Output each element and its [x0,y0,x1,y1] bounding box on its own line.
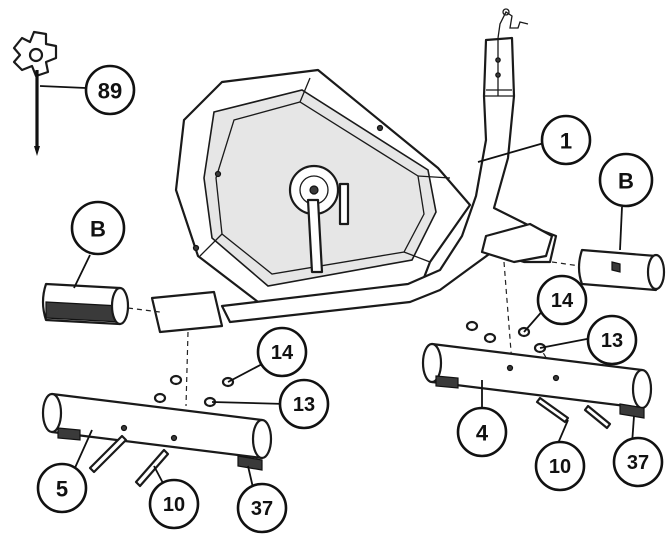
callout-5: 5 [36,462,88,514]
callout-14-right-label: 14 [551,290,574,312]
callout-b-right: B [598,152,654,208]
rear-stabilizer [421,342,653,419]
callout-13-left: 13 [278,378,330,430]
callout-10-left-label: 10 [163,494,185,516]
callout-4: 4 [456,406,508,458]
hardware-right [465,320,612,430]
callout-37-left-label: 37 [251,498,273,520]
callout-13-right-label: 13 [601,330,623,352]
end-cap-right [577,248,666,292]
callout-14-right: 14 [536,274,588,326]
callout-37-right-label: 37 [627,452,649,474]
callout-b-right-label: B [618,169,634,194]
callout-14-left-label: 14 [271,342,294,364]
callout-1: 1 [540,114,592,166]
callout-89-label: 89 [98,79,122,104]
front-stabilizer [41,392,273,471]
hardware-left [88,374,235,488]
callout-b-left-label: B [90,217,106,242]
callout-10-right-label: 10 [549,456,571,478]
callout-37-right: 37 [612,436,664,488]
callout-13-left-label: 13 [293,394,315,416]
main-frame-tube [150,8,558,334]
callout-14-left: 14 [256,326,308,378]
end-cap-left [41,282,130,326]
callout-1-label: 1 [560,129,572,154]
callout-5-label: 5 [56,477,68,502]
callout-37-left: 37 [236,482,288,534]
callout-b-left: B [70,200,126,256]
callout-13-right: 13 [586,314,638,366]
callout-10-right: 10 [534,440,586,492]
star-wrench-tool [12,30,58,156]
leader-lines [39,85,635,493]
main-frame-housing [174,68,472,307]
callout-10-left: 10 [148,478,200,530]
callout-4-label: 4 [476,421,489,446]
callout-89: 89 [84,64,136,116]
